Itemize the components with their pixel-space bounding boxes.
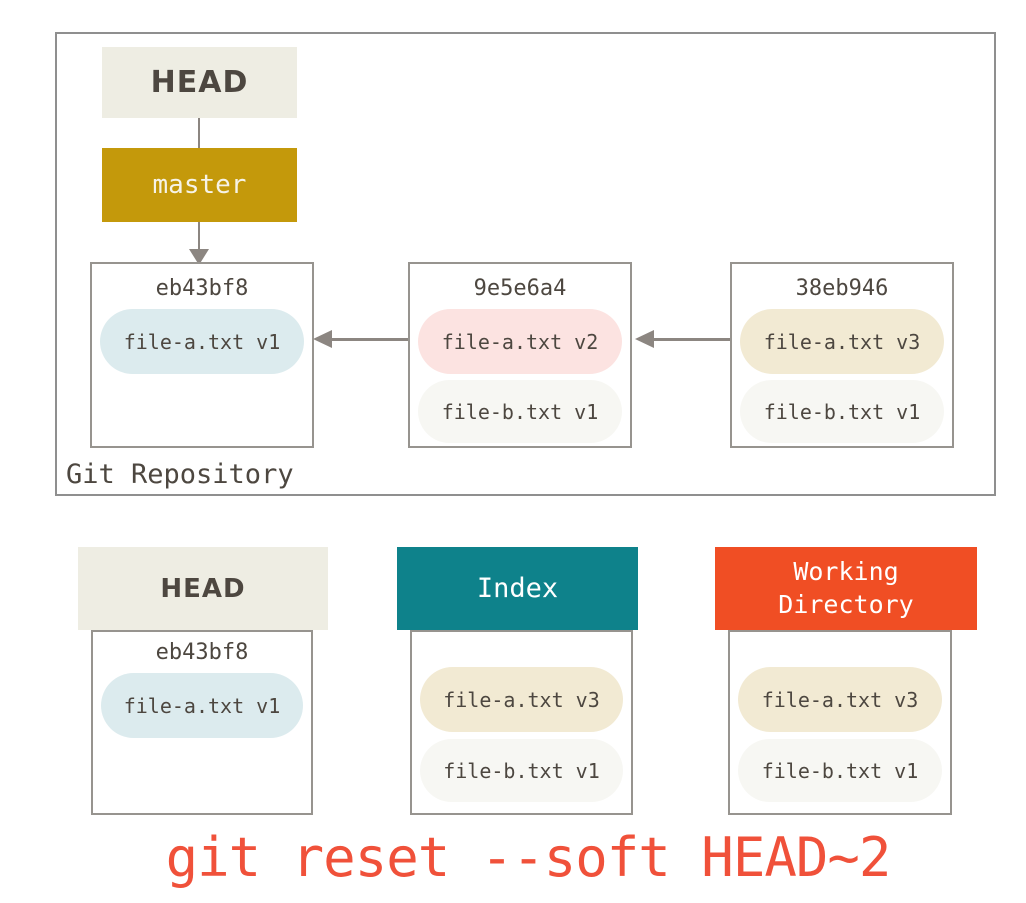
working-directory-title: Working Directory: [778, 557, 914, 619]
head-ref-label: HEAD: [150, 65, 249, 100]
commit-box-9e5e6a4: 9e5e6a4 file-a.txt v2 file-b.txt v1: [408, 262, 632, 448]
master-branch-tag: master: [102, 148, 297, 222]
head-ref-tag: HEAD: [102, 47, 297, 118]
file-blob-pill: file-a.txt v3: [738, 667, 942, 732]
commit-hash: 9e5e6a4: [473, 276, 567, 301]
head-tree-header: HEAD: [78, 547, 328, 630]
file-blob-label: file-b.txt v1: [443, 758, 600, 783]
file-blob-label: file-a.txt v1: [123, 329, 281, 354]
file-blob-label: file-b.txt v1: [763, 399, 921, 424]
working-directory-box: file-a.txt v3 file-b.txt v1: [728, 630, 952, 815]
file-blob-pill: file-a.txt v3: [420, 667, 623, 732]
file-blob-pill: file-b.txt v1: [740, 380, 944, 443]
file-blob-label: file-b.txt v1: [761, 758, 919, 783]
head-tree-title: HEAD: [160, 573, 246, 604]
file-blob-pill: file-a.txt v2: [418, 309, 622, 374]
working-directory-header: Working Directory: [715, 547, 977, 630]
file-blob-pill: file-b.txt v1: [420, 739, 623, 802]
file-blob-label: file-a.txt v3: [443, 687, 600, 712]
commit-box-38eb946: 38eb946 file-a.txt v3 file-b.txt v1: [730, 262, 954, 448]
arrow-down-icon: [189, 249, 209, 265]
parent-arrow-line: [652, 338, 730, 341]
index-tree-header: Index: [397, 547, 638, 630]
file-blob-pill: file-a.txt v3: [740, 309, 944, 374]
index-tree-title: Index: [476, 573, 559, 604]
index-tree-box: file-a.txt v3 file-b.txt v1: [410, 630, 633, 815]
file-blob-label: file-a.txt v3: [763, 329, 921, 354]
arrow-left-icon: [313, 330, 332, 348]
arrow-left-icon: [635, 330, 654, 348]
file-blob-label: file-b.txt v1: [441, 399, 599, 424]
head-tree-hash: eb43bf8: [155, 640, 249, 665]
file-blob-pill: file-b.txt v1: [738, 739, 942, 802]
master-branch-label: master: [152, 170, 247, 200]
file-blob-pill: file-a.txt v1: [101, 673, 303, 738]
file-blob-pill: file-b.txt v1: [418, 380, 622, 443]
repository-caption: Git Repository: [66, 459, 294, 490]
commit-hash: 38eb946: [795, 276, 889, 301]
file-blob-pill: file-a.txt v1: [100, 309, 304, 374]
commit-hash: eb43bf8: [155, 276, 249, 301]
master-to-commit-connector: [198, 222, 200, 250]
file-blob-label: file-a.txt v1: [123, 693, 281, 718]
command-caption: git reset --soft HEAD~2: [165, 826, 892, 889]
parent-arrow-line: [330, 338, 408, 341]
file-blob-label: file-a.txt v2: [441, 329, 599, 354]
commit-box-eb43bf8: eb43bf8 file-a.txt v1: [90, 262, 314, 448]
head-to-master-connector: [198, 118, 200, 148]
head-tree-box: eb43bf8 file-a.txt v1: [91, 630, 313, 815]
file-blob-label: file-a.txt v3: [761, 687, 919, 712]
